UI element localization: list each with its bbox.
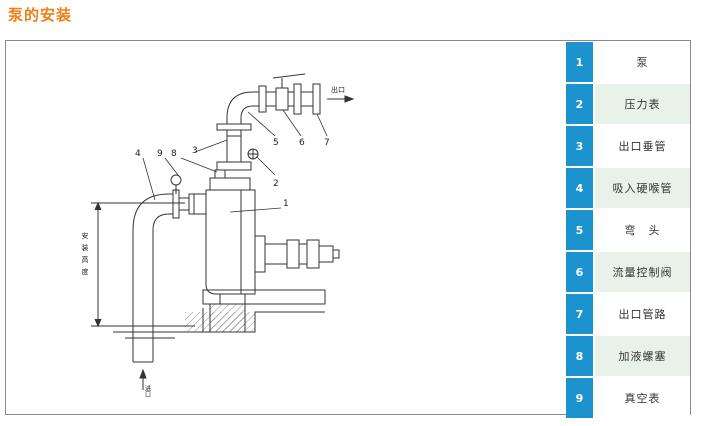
pressure-gauge <box>247 148 259 160</box>
part-name: 真空表 <box>594 376 690 420</box>
callout-2: 2 <box>273 179 279 189</box>
water-surface <box>103 325 195 339</box>
part-number: 5 <box>566 209 595 252</box>
callout-7: 7 <box>324 138 330 148</box>
pump-installation-diagram: 1 2 3 4 5 6 7 8 9 出口 进口 安装高度 <box>81 73 355 398</box>
parts-row: 9 真空表 <box>566 376 690 420</box>
callout-9: 9 <box>157 149 163 159</box>
callout-3: 3 <box>192 146 198 156</box>
part-name: 吸入硬喉管 <box>594 166 690 210</box>
part-name: 出口管路 <box>594 292 690 336</box>
discharge-vertical-pipe <box>216 123 252 171</box>
page-title: 泵的安装 <box>8 6 73 24</box>
inlet-label: 进口 <box>144 384 151 398</box>
part-number: 4 <box>566 167 595 210</box>
part-number: 7 <box>566 293 595 336</box>
parts-table: 1 泵 2 压力表 3 出口垂管 4 吸入硬喉管 5 弯 头 6 流量控制阀 7… <box>566 42 690 420</box>
outlet-label: 出口 <box>331 85 345 94</box>
parts-row: 6 流量控制阀 <box>566 250 690 294</box>
parts-row: 3 出口垂管 <box>566 124 690 168</box>
suction-flange <box>172 189 207 219</box>
part-number: 6 <box>566 251 595 294</box>
inlet-arrow <box>139 368 147 390</box>
elbow <box>226 91 259 124</box>
part-name: 弯 头 <box>594 208 690 252</box>
callout-5: 5 <box>273 138 279 148</box>
installation-height-dimension <box>91 201 185 328</box>
vacuum-gauge <box>170 174 182 194</box>
part-number: 1 <box>566 42 595 84</box>
installation-height-label: 安装高度 <box>81 231 89 280</box>
part-name: 压力表 <box>594 82 690 126</box>
part-name: 泵 <box>594 42 690 84</box>
leader-lines <box>142 109 328 213</box>
outlet-arrow <box>327 95 355 103</box>
pump-body <box>205 169 340 304</box>
flow-control-valve <box>258 73 306 115</box>
diagram-frame <box>5 40 691 415</box>
parts-row: 7 出口管路 <box>566 292 690 336</box>
callout-4: 4 <box>135 149 141 159</box>
part-number: 3 <box>566 125 595 168</box>
part-number: 9 <box>566 377 595 420</box>
pump-base <box>185 289 326 333</box>
part-number: 2 <box>566 83 595 126</box>
parts-row: 2 压力表 <box>566 82 690 126</box>
parts-row: 4 吸入硬喉管 <box>566 166 690 210</box>
parts-row: 8 加液螺塞 <box>566 334 690 378</box>
part-name: 流量控制阀 <box>594 250 690 294</box>
callout-8: 8 <box>171 149 177 159</box>
parts-row: 5 弯 头 <box>566 208 690 252</box>
suction-pipe <box>132 193 173 363</box>
callout-1: 1 <box>283 199 289 209</box>
callout-6: 6 <box>299 138 305 148</box>
part-name: 加液螺塞 <box>594 334 690 378</box>
part-name: 出口垂管 <box>594 124 690 168</box>
discharge-pipe <box>300 83 321 115</box>
part-number: 8 <box>566 335 595 378</box>
parts-row: 1 泵 <box>566 42 690 84</box>
